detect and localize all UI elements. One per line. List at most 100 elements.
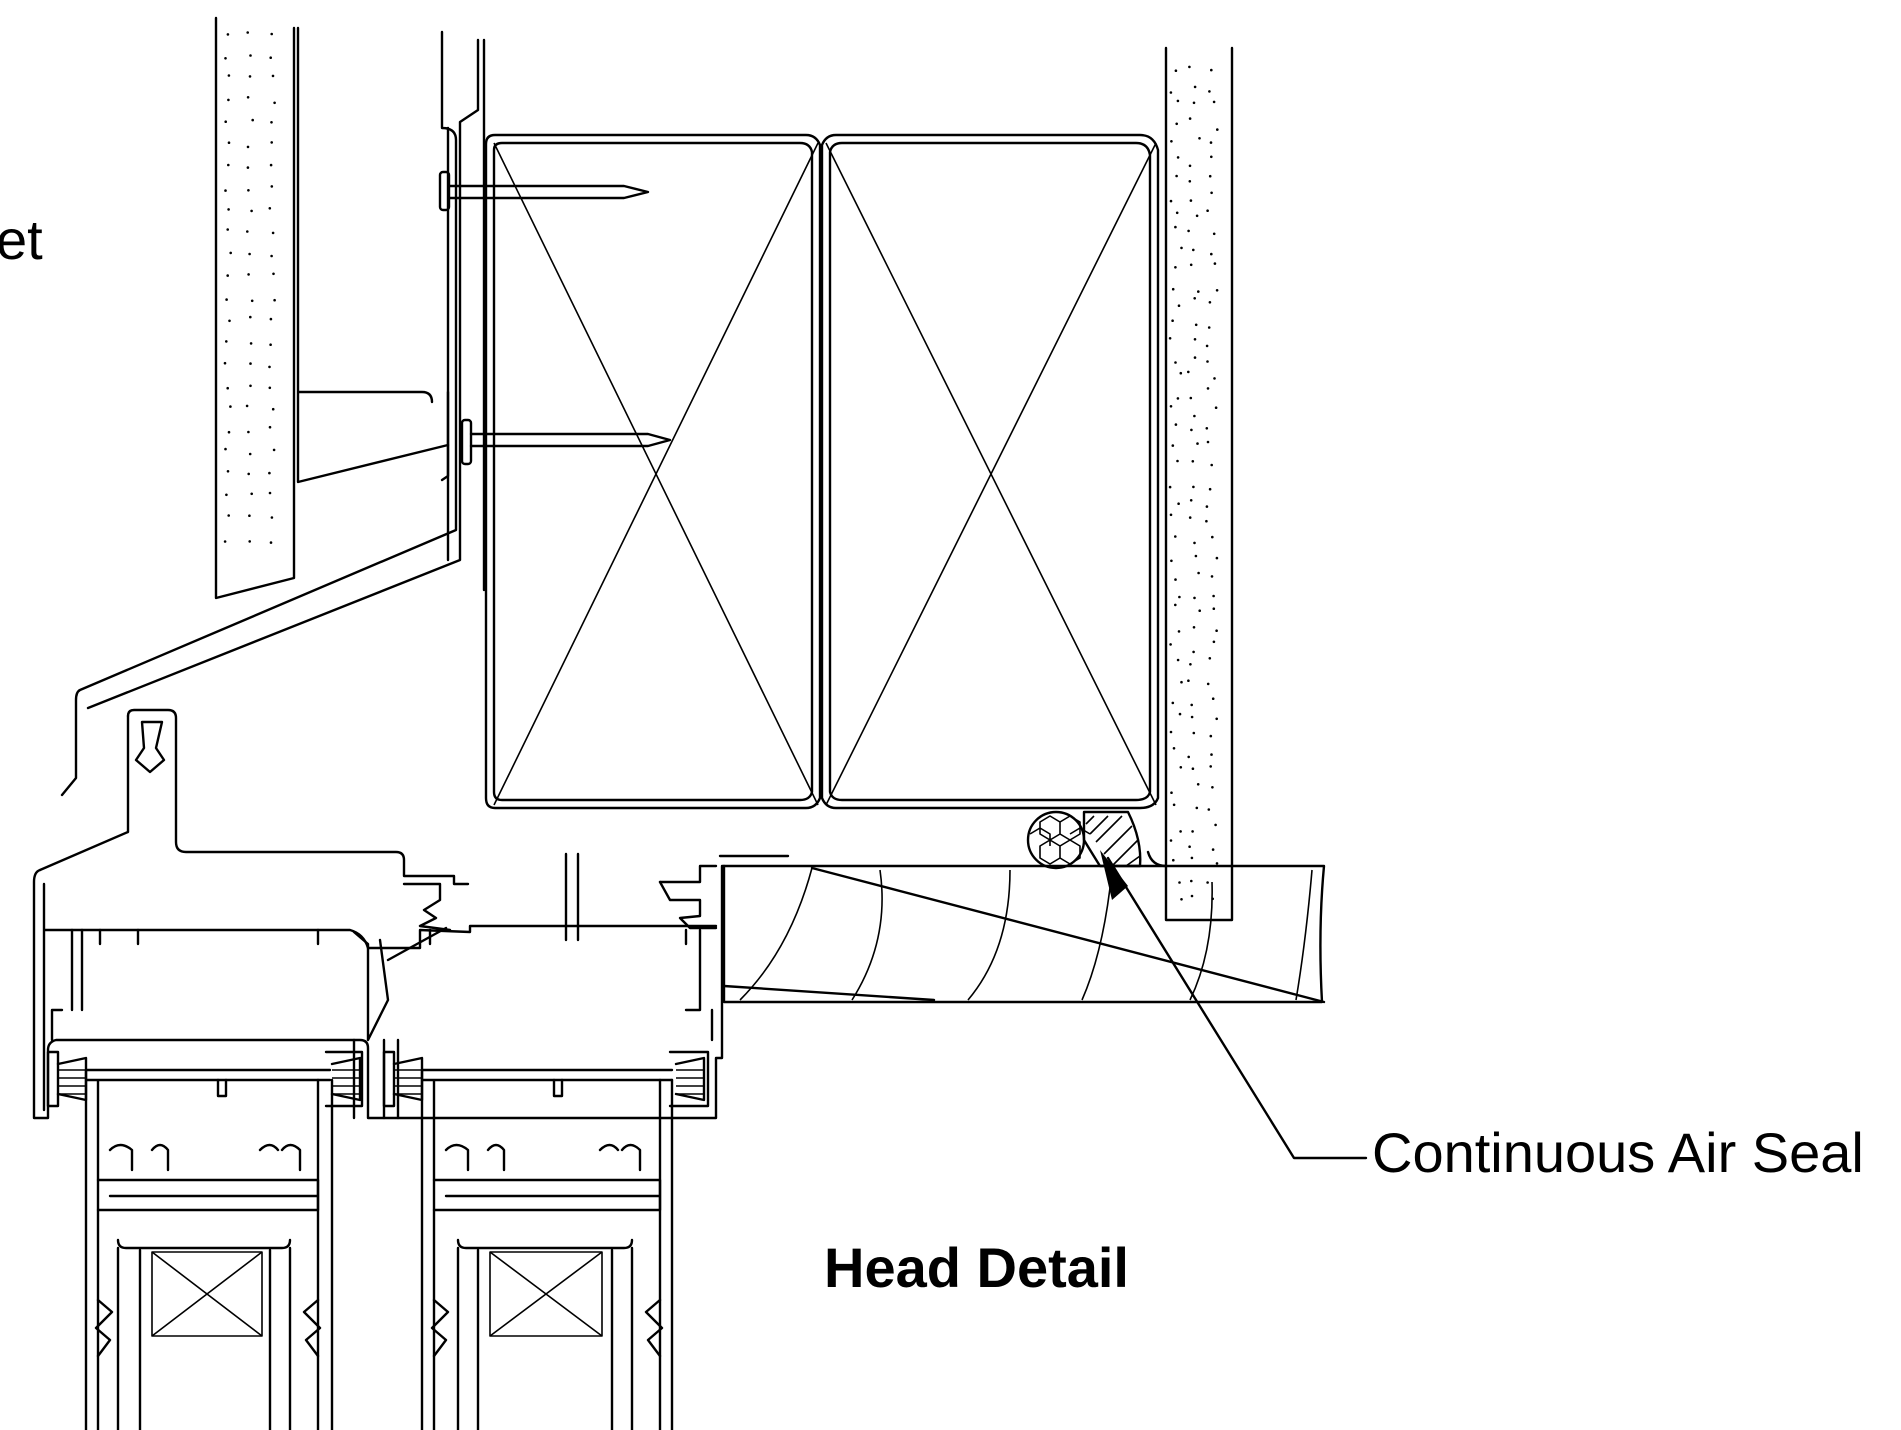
stipple-dot: [229, 405, 232, 408]
stipple-dot: [1208, 174, 1212, 178]
stipple-dot: [1215, 629, 1218, 632]
sash-right: [382, 1050, 710, 1430]
stipple-dot: [1192, 248, 1195, 252]
stipple-dot: [1170, 791, 1173, 794]
stipple-dot: [271, 74, 275, 78]
stipple-dot: [1211, 786, 1214, 789]
stipple-dot: [247, 273, 250, 276]
stipple-dot: [1174, 578, 1177, 581]
stipple-dot: [247, 430, 250, 434]
stipple-dot: [1170, 140, 1173, 143]
stipple-dot: [1178, 712, 1182, 716]
interior-drywall: [1146, 46, 1234, 922]
stipple-dot: [1215, 556, 1219, 560]
stipple-dot: [1171, 444, 1175, 447]
stipple-dot: [1211, 697, 1215, 700]
stipple-dot: [268, 365, 271, 369]
stipple-dot: [270, 516, 274, 519]
stipple-dot: [1179, 830, 1182, 833]
stipple-dot: [269, 56, 273, 59]
stipple-dot: [273, 101, 276, 105]
stipple-dot: [1205, 505, 1209, 508]
stipple-dot: [1206, 881, 1209, 884]
stipple-dot: [1210, 463, 1213, 467]
stipple-dot: [1188, 845, 1191, 848]
stipple-dot: [1176, 99, 1180, 103]
stipple-dot: [1190, 894, 1194, 898]
stipple-dot: [1212, 607, 1216, 610]
stipple-dot: [1187, 755, 1190, 759]
stipple-dot: [251, 118, 254, 122]
stipple-dot: [223, 361, 227, 365]
stipple-dot: [226, 386, 229, 390]
stipple-dot: [1192, 626, 1196, 629]
stipple-dot: [246, 166, 250, 169]
stipple-dot: [223, 540, 227, 543]
stipple-dot: [1175, 122, 1178, 126]
stipple-dot: [1174, 361, 1177, 364]
stipple-dot: [227, 141, 231, 144]
air-seal-label: Continuous Air Seal: [1372, 1121, 1864, 1184]
stipple-dot: [1174, 69, 1178, 72]
stipple-dot: [1191, 767, 1195, 770]
stipple-dot: [1193, 541, 1196, 545]
stipple-dot: [227, 163, 230, 167]
stipple-dot: [225, 340, 228, 343]
stipple-dot: [1178, 881, 1181, 884]
stipple-dot: [1191, 830, 1194, 833]
stipple-dot: [1210, 191, 1213, 195]
stipple-dot: [224, 57, 227, 60]
stipple-dot: [246, 230, 249, 233]
header-block-right: [820, 133, 1160, 810]
stipple-dot: [247, 189, 250, 192]
stipple-dot: [1193, 596, 1196, 600]
stipple-dot: [272, 448, 276, 452]
stipple-dot: [1187, 370, 1190, 374]
stipple-dot: [1190, 428, 1193, 432]
stipple-dot: [1187, 229, 1190, 233]
stipple-dot: [227, 98, 230, 102]
stipple-dot: [1212, 594, 1215, 598]
stipple-dot: [1190, 879, 1193, 883]
stipple-dot: [226, 470, 230, 473]
stipple-dot: [224, 189, 227, 192]
stipple-dot: [1209, 765, 1212, 768]
stipple-dot: [1190, 715, 1194, 719]
stipple-dot: [1177, 304, 1181, 308]
stipple-dot: [250, 492, 253, 496]
stipple-dot: [1212, 232, 1216, 236]
sealant-bead: [1082, 810, 1142, 868]
stipple-dot: [1216, 128, 1219, 131]
backer-rod: [1026, 810, 1091, 870]
stipple-dot: [1192, 731, 1196, 735]
stipple-dot: [1176, 156, 1180, 159]
stipple-dot: [268, 207, 272, 210]
stipple-dot: [227, 514, 230, 517]
stipple-dot: [1211, 848, 1215, 851]
stipple-dot: [249, 54, 252, 57]
cropped-label-fragment: et: [0, 208, 43, 271]
stipple-dot: [1196, 783, 1200, 786]
stipple-dot: [1180, 680, 1183, 684]
stipple-dot: [1209, 141, 1213, 144]
stipple-dot: [1214, 406, 1218, 410]
stipple-dot: [250, 299, 254, 303]
stipple-dot: [1191, 460, 1195, 463]
stipple-dot: [1212, 100, 1216, 104]
stipple-dot: [1168, 485, 1172, 489]
stipple-dot: [1170, 559, 1173, 563]
stipple-dot: [1172, 803, 1176, 807]
stipple-dot: [1187, 679, 1190, 682]
stipple-dot: [1197, 290, 1200, 293]
stipple-dot: [225, 493, 228, 497]
stipple-dot: [1209, 734, 1213, 738]
stipple-dot: [269, 317, 273, 321]
stipple-dot: [1168, 337, 1172, 340]
stipple-dot: [248, 252, 251, 256]
stipple-dot: [1169, 91, 1173, 94]
stipple-dot: [1180, 898, 1183, 901]
stipple-dot: [1189, 199, 1193, 202]
stipple-dot: [1177, 502, 1180, 506]
stipple-dot: [246, 145, 250, 149]
